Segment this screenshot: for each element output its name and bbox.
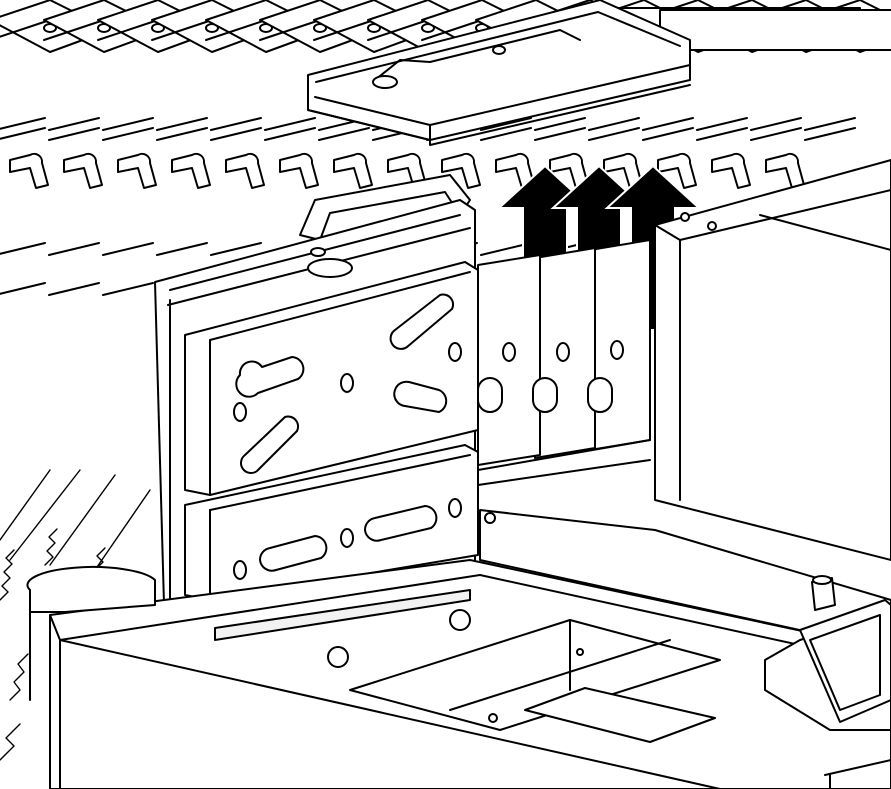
base-tank [49, 509, 891, 789]
left-drum [0, 565, 156, 761]
hook-icon [441, 152, 481, 189]
inserted-plates [477, 239, 651, 486]
hook-icon [495, 152, 535, 189]
hook-icon [171, 152, 211, 189]
hook-icon [63, 152, 103, 189]
lid-knob-icon [372, 75, 398, 89]
hook-icon [279, 152, 319, 189]
hook-icon [225, 152, 265, 189]
left-hatching [0, 469, 151, 601]
hook-icon [333, 152, 373, 189]
drain-cover [524, 687, 716, 743]
hook-icon [657, 152, 697, 189]
filter-plate-upper [184, 261, 479, 496]
right-housing [654, 159, 891, 561]
hook-icon [117, 152, 157, 189]
lid-screw-icon [492, 45, 506, 55]
hook-icon [765, 152, 805, 189]
hook-icon [603, 152, 643, 189]
control-panel [764, 575, 891, 789]
filter-plate-lower [184, 444, 479, 601]
hook-icon [711, 152, 751, 189]
hook-row [9, 152, 805, 189]
lid-plate [307, 0, 891, 146]
frame-knob-icon [307, 258, 353, 278]
hook-icon [549, 152, 589, 189]
hook-icon [9, 152, 49, 189]
